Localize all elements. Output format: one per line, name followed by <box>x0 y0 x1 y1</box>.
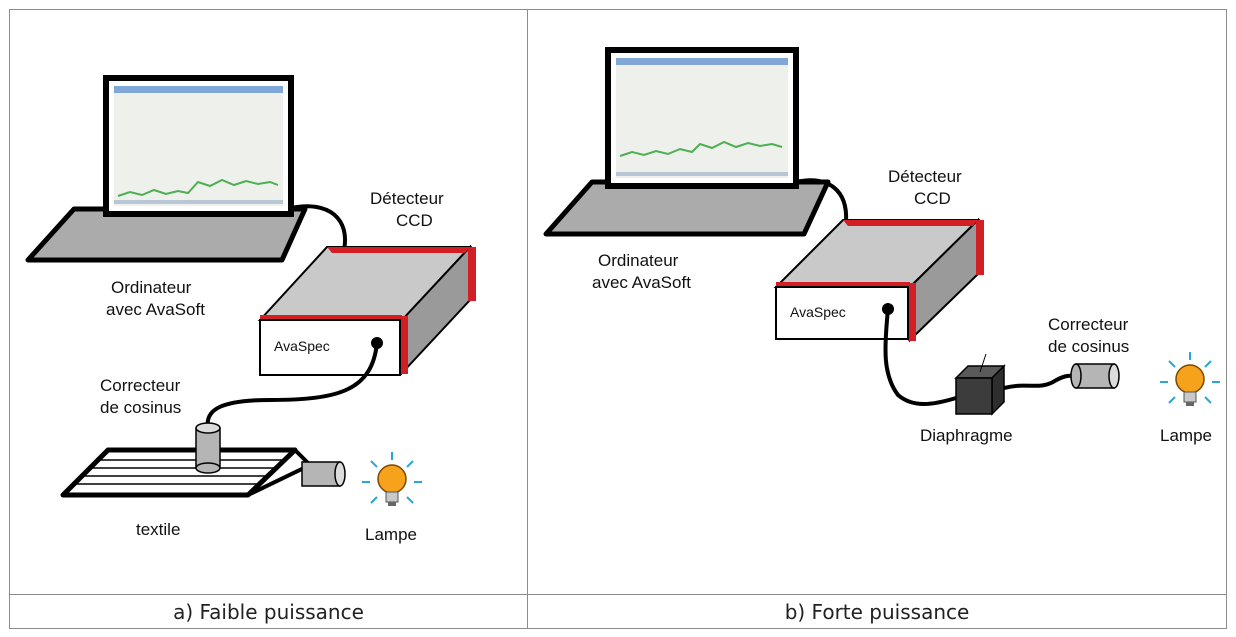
lamp-collimator-icon <box>301 461 346 487</box>
corrector-label-line1: Correcteur <box>1048 315 1129 334</box>
spectrometer-icon <box>773 217 984 343</box>
diaphragm-icon <box>954 353 1006 416</box>
row-divider <box>10 594 1226 595</box>
detector-label-line1: Détecteur <box>888 167 962 186</box>
light-bulb-icon <box>362 452 422 506</box>
diaphragm-label: Diaphragme <box>920 426 1013 445</box>
corrector-label-line2: de cosinus <box>100 398 181 417</box>
caption-b: b) Forte puissance <box>784 599 970 624</box>
panel-b-diagram: Détecteur CCD Ordinateur avec AvaSoft Av… <box>543 47 1220 445</box>
optical-fiber <box>205 342 379 429</box>
corrector-label-line1: Correcteur <box>100 376 181 395</box>
spectrometer-label: AvaSpec <box>790 304 846 320</box>
computer-label-line2: avec AvaSoft <box>592 273 691 292</box>
optical-fiber <box>883 308 957 406</box>
detector-label-line1: Détecteur <box>370 189 444 208</box>
usb-cable <box>290 204 348 251</box>
caption-a: a) Faible puissance <box>173 599 364 624</box>
lamp-label: Lampe <box>365 525 417 544</box>
laptop-icon <box>25 75 308 263</box>
usb-cable <box>795 178 849 223</box>
spectrometer-icon <box>257 244 476 376</box>
computer-label-line2: avec AvaSoft <box>106 300 205 319</box>
sample-label: textile <box>136 520 180 539</box>
panel-b: Détecteur CCD Ordinateur avec AvaSoft Av… <box>528 10 1226 594</box>
textile-sample-icon <box>60 447 314 498</box>
corrector-label-line2: de cosinus <box>1048 337 1129 356</box>
panel-a-diagram: Détecteur CCD Ordinateur avec AvaSoft Av… <box>25 75 476 544</box>
detector-label-line2: CCD <box>396 211 433 230</box>
lamp-label: Lampe <box>1160 426 1212 445</box>
computer-label-line1: Ordinateur <box>111 278 192 297</box>
panel-a: Détecteur CCD Ordinateur avec AvaSoft Av… <box>10 10 527 594</box>
cosine-corrector-icon <box>1070 363 1120 389</box>
laptop-icon <box>543 47 831 237</box>
computer-label-line1: Ordinateur <box>598 251 679 270</box>
figure-table: Détecteur CCD Ordinateur avec AvaSoft Av… <box>9 9 1227 629</box>
light-bulb-icon <box>1160 352 1220 406</box>
cosine-corrector-icon <box>195 422 221 474</box>
optical-fiber-2 <box>1003 373 1077 390</box>
column-divider <box>527 10 528 628</box>
spectrometer-label: AvaSpec <box>274 338 330 354</box>
detector-label-line2: CCD <box>914 189 951 208</box>
